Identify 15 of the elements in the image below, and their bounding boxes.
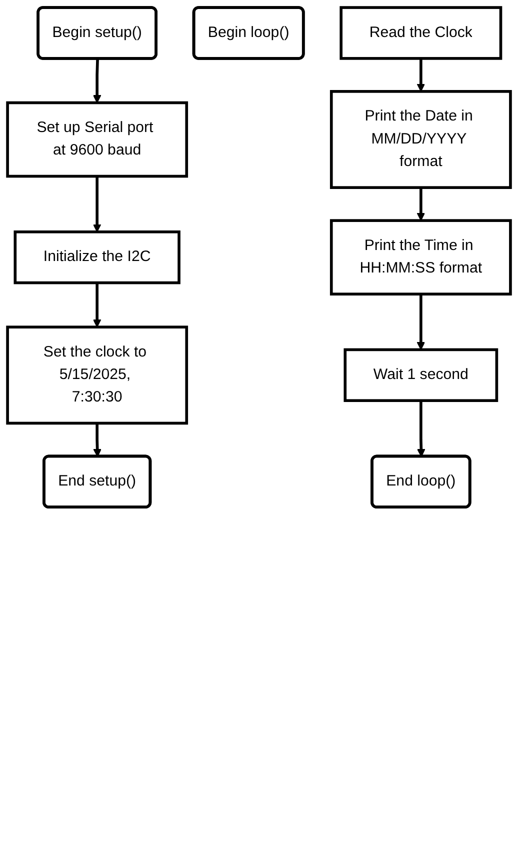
node-box: Read the Clock [340, 6, 502, 60]
arrow [416, 58, 426, 92]
arrow [93, 423, 102, 458]
node-box: Set the clock to 5/15/2025, 7:30:30 [6, 326, 188, 425]
node-box: Initialize the I2C [14, 230, 180, 284]
arrow [416, 294, 426, 350]
arrow [92, 58, 102, 104]
arrow [92, 176, 102, 232]
node-box: Wait 1 second [344, 348, 498, 402]
arrow [416, 188, 426, 221]
node-box: Print the Time in HH:MM:SS format [330, 219, 512, 296]
node-box: Set up Serial port at 9600 baud [6, 101, 188, 178]
arrow [92, 282, 102, 328]
node-box: Print the Date in MM/DD/YYYY format [330, 90, 512, 189]
arrow [417, 400, 426, 458]
